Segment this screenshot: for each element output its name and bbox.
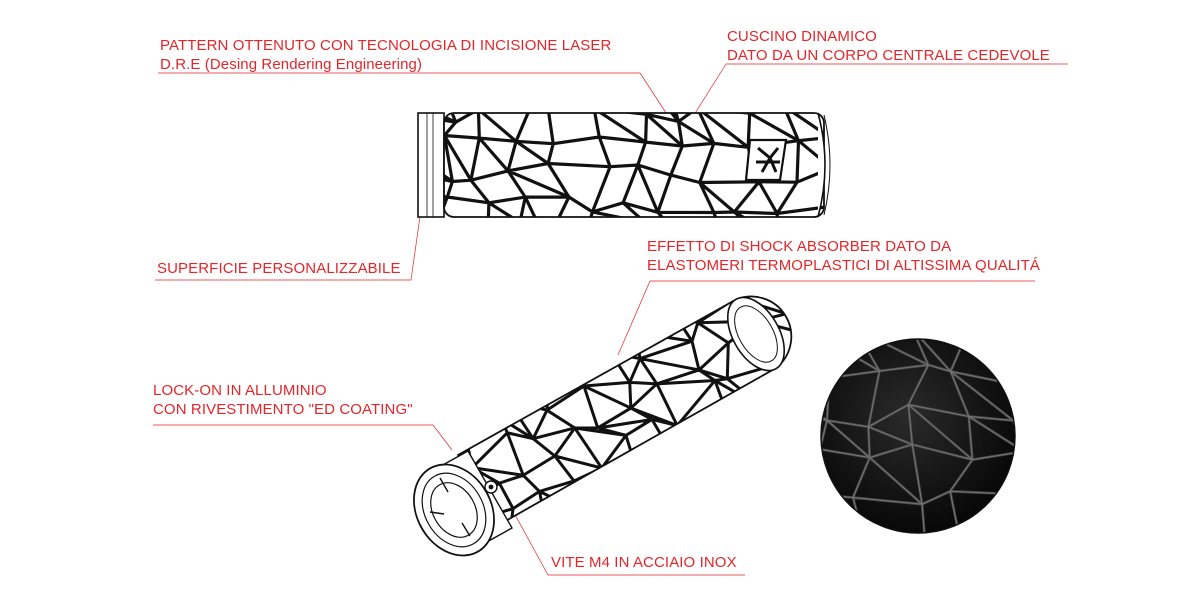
callout-lockon-line2: CON RIVESTIMENTO "ED COATING" [153, 401, 413, 418]
lock-on-collar [413, 450, 513, 557]
callout-vite: VITE M4 IN ACCIAIO INOX [551, 553, 737, 572]
callout-superficie: SUPERFICIE PERSONALIZZABILE [157, 259, 401, 278]
callout-pattern-line2: D.R.E (Desing Rendering Engineering) [160, 56, 423, 73]
callout-lockon: LOCK-ON IN ALLUMINIO CON RIVESTIMENTO "E… [153, 381, 413, 419]
callout-pattern: PATTERN OTTENUTO CON TECNOLOGIA DI INCIS… [160, 36, 611, 74]
leader-lockon [153, 424, 453, 451]
callout-superficie-line1: SUPERFICIE PERSONALIZZABILE [157, 260, 401, 277]
pattern-cells-side [444, 113, 824, 217]
grip-perspective-view [413, 295, 793, 557]
callout-cuscino: CUSCINO DINAMICO DATO DA UN CORPO CENTRA… [727, 27, 1050, 65]
callout-shock-line2: ELASTOMERI TERMOPLASTICI DI ALTISSIMA QU… [647, 257, 1040, 274]
leader-lines [153, 63, 1068, 576]
callout-shock-line1: EFFETTO DI SHOCK ABSORBER DATO DA [647, 238, 952, 255]
callout-pattern-line1: PATTERN OTTENUTO CON TECNOLOGIA DI INCIS… [160, 37, 612, 54]
logo-mark [744, 138, 788, 182]
callout-vite-line1: VITE M4 IN ACCIAIO INOX [551, 554, 737, 571]
callout-cuscino-line1: CUSCINO DINAMICO [727, 28, 877, 45]
callout-cuscino-line2: DATO DA UN CORPO CENTRALE CEDEVOLE [727, 47, 1050, 64]
leader-pattern [158, 72, 673, 123]
grip-side-view [417, 112, 831, 218]
callout-lockon-line1: LOCK-ON IN ALLUMINIO [153, 382, 327, 399]
grip-texture-closeup [820, 338, 1016, 534]
leader-shock [617, 280, 1035, 356]
callout-shock: EFFETTO DI SHOCK ABSORBER DATO DA ELASTO… [647, 237, 1040, 275]
